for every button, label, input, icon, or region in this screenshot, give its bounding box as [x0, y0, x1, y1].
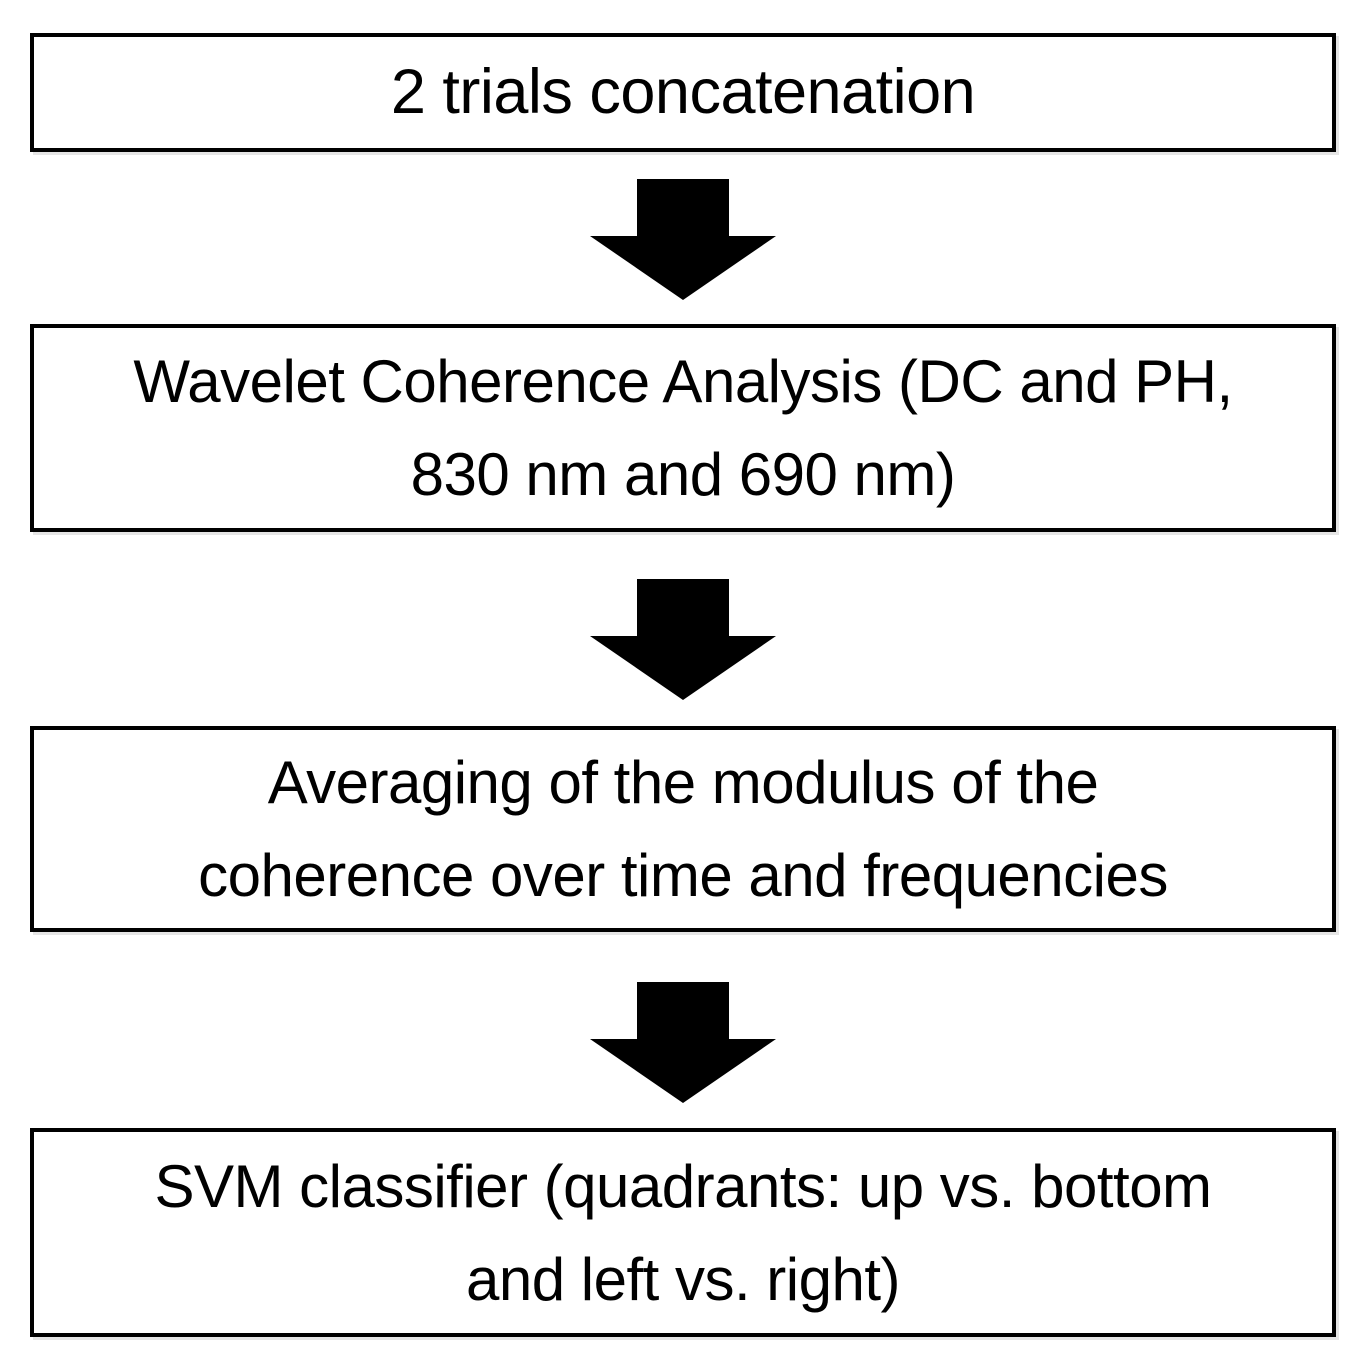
down-arrow-icon: [590, 982, 776, 1103]
down-arrow-icon: [590, 579, 776, 700]
flow-box-step-3-text-line-1: Averaging of the modulus of the: [267, 749, 1099, 816]
flow-box-step-3-text-line-2: coherence over time and frequencies: [198, 842, 1168, 909]
flow-box-step-1: 2 trials concatenation: [30, 33, 1336, 152]
flow-box-step-4-text-line-2: and left vs. right): [465, 1245, 901, 1313]
flow-box-step-3: Averaging of the modulus of the coherenc…: [30, 726, 1336, 932]
flow-box-step-2-text-line-1: Wavelet Coherence Analysis (DC and PH,: [133, 348, 1233, 415]
flow-box-step-1-text: 2 trials concatenation: [390, 56, 976, 127]
flow-box-step-4-text-line-1: SVM classifier (quadrants: up vs. bottom: [154, 1152, 1212, 1220]
flow-box-step-4: SVM classifier (quadrants: up vs. bottom…: [30, 1128, 1336, 1337]
down-arrow-icon: [590, 179, 776, 300]
flow-box-step-2: Wavelet Coherence Analysis (DC and PH, 8…: [30, 324, 1336, 532]
flow-box-step-2-text-line-2: 830 nm and 690 nm): [410, 441, 956, 508]
